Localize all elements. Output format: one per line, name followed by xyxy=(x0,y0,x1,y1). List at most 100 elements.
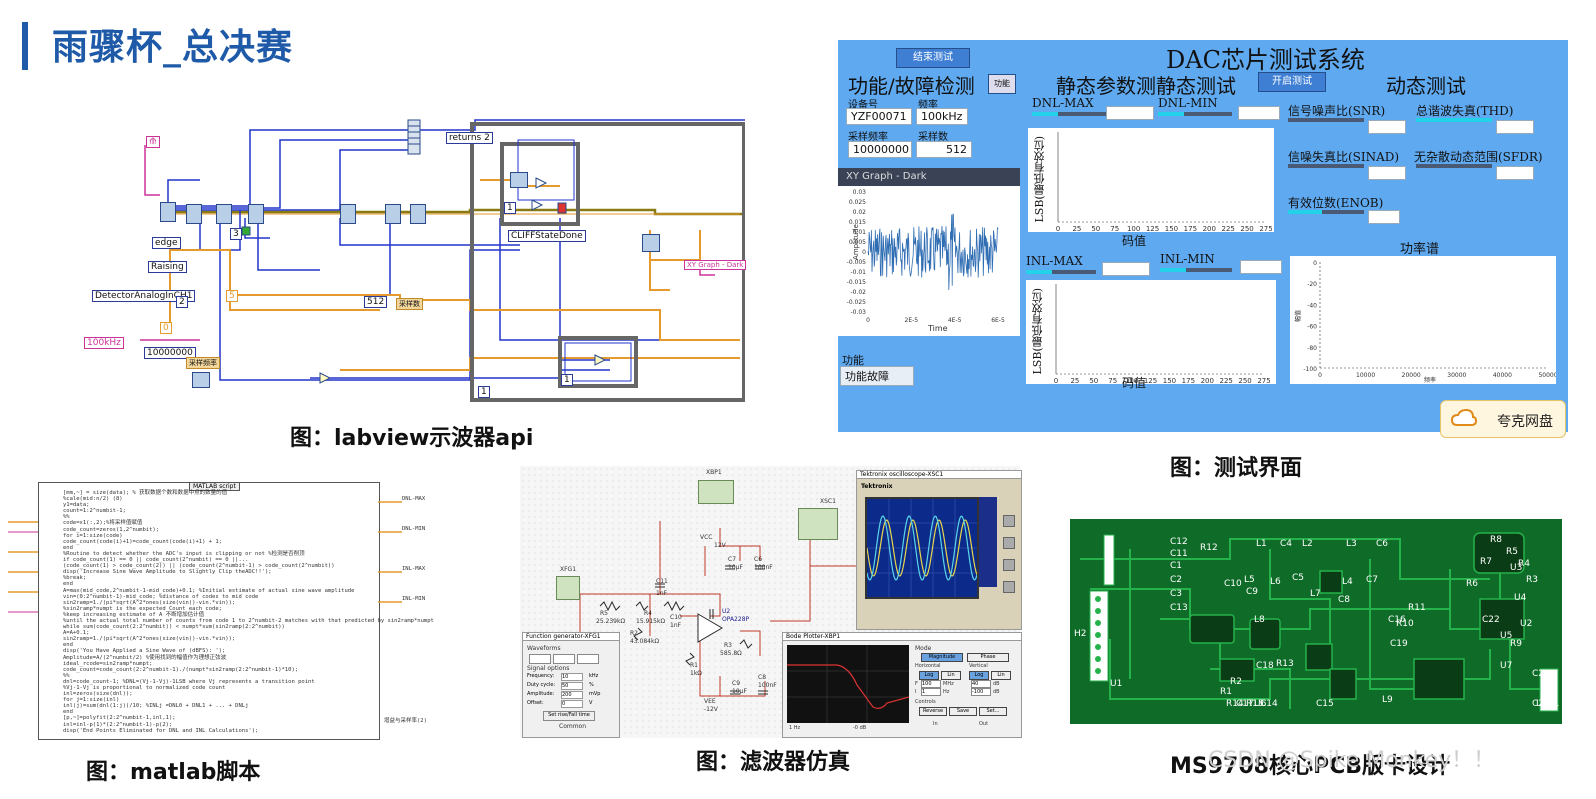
osc-knob[interactable] xyxy=(1003,537,1015,549)
fg-row-value[interactable]: 0 xyxy=(561,700,583,708)
bode-magnitude-button[interactable]: Magnitude xyxy=(921,653,963,662)
pcb-component-label: R11 xyxy=(1408,603,1426,613)
vi-node xyxy=(642,234,660,252)
xy-graph-title: XY Graph - Dark xyxy=(838,168,1020,186)
code-line: %sin2ramp*numpt is the expected Count ea… xyxy=(63,605,222,612)
device-value[interactable]: YZF00071 xyxy=(846,108,912,125)
function-generator-window[interactable]: Function generator-XFG1 Waveforms Signal… xyxy=(522,632,620,738)
bode-in-label: In xyxy=(933,721,938,727)
bode-out-label: Out xyxy=(979,721,989,727)
filter-schematic xyxy=(540,521,860,697)
end-test-button[interactable]: 结束测试 xyxy=(896,48,970,68)
pcb-component-label: R9 xyxy=(1510,639,1522,649)
samplerate-value[interactable]: 10000000 xyxy=(848,141,912,158)
fg-rise-fall-button[interactable]: Set rise/Fall time xyxy=(543,711,595,721)
labview-wires xyxy=(140,119,746,402)
bode-reverse-button[interactable]: Reverse xyxy=(919,707,947,716)
bode-instrument[interactable] xyxy=(698,480,734,504)
bode-vf-input[interactable]: 40 xyxy=(971,680,991,688)
start-test-button[interactable]: 开启测试 xyxy=(1258,72,1326,92)
bode-i-input[interactable]: 1 xyxy=(921,688,941,696)
pcb-component-label: C19 xyxy=(1390,639,1408,649)
oscilloscope-menu[interactable] xyxy=(979,497,997,587)
part-label: 10μF xyxy=(728,564,743,571)
bode-v-lin-button[interactable]: Lin xyxy=(991,671,1011,680)
xy-xlabel: Time xyxy=(928,324,948,333)
bode-horizontal-label: Horizontal xyxy=(915,663,941,669)
dnl-max-bar-track xyxy=(1058,112,1106,116)
bode-plotter-window[interactable]: Bode Plotter-XBP1 1 Hz -0 dB Mode Magnit… xyxy=(782,632,1022,738)
code-line: y1=data; xyxy=(63,502,90,509)
section-static: 静态参数测静态测试 xyxy=(1056,74,1236,98)
bode-mode-label: Mode xyxy=(915,645,932,652)
x-tick-label: 175 xyxy=(1182,377,1195,384)
pcb-component-label: R1 xyxy=(1220,687,1232,697)
oscilloscope-window[interactable]: Tektronix oscilloscope-XSC1 Tektronix xyxy=(856,470,1022,630)
pcb-component-label: U2 xyxy=(1520,619,1533,629)
vi-node xyxy=(160,202,176,222)
bode-vi-input[interactable]: -100 xyxy=(971,688,991,696)
bode-f-input[interactable]: 100 xyxy=(921,680,941,688)
part-label: -12V xyxy=(704,706,718,713)
triangle-wave-button[interactable] xyxy=(553,654,575,664)
pcb-component-label: L9 xyxy=(1382,695,1393,705)
osc-knob[interactable] xyxy=(1003,581,1015,593)
fg-row-value[interactable]: 50 xyxy=(561,682,583,690)
square-wave-button[interactable] xyxy=(577,654,599,664)
labview-block-diagram: ⟰ returns 2 edge Raising DetectorAnalogI… xyxy=(84,110,747,405)
matlab-script-title: MATLAB script xyxy=(189,482,240,491)
x-tick-label: 0 xyxy=(1056,225,1060,232)
samples-value[interactable]: 512 xyxy=(916,141,972,158)
dnl-min-label: DNL-MIN xyxy=(1158,96,1218,110)
labview-enum: edge xyxy=(152,237,181,249)
bode-h-log-button[interactable]: Log xyxy=(919,671,939,680)
oscilloscope-screen xyxy=(865,497,979,599)
section-func: 功能/故障检测 xyxy=(848,74,975,98)
bode-phase-button[interactable]: Phase xyxy=(967,653,1009,662)
code-line: vin=(0:2^numbit-1)-mid_code; %distance o… xyxy=(63,593,259,600)
x-tick-label: 150 xyxy=(1163,377,1176,384)
oscilloscope-instrument[interactable] xyxy=(798,508,838,540)
fg-row-value[interactable]: 10 xyxy=(561,673,583,681)
freq-value[interactable]: 100kHz xyxy=(916,108,968,125)
bode-set-button[interactable]: Set... xyxy=(979,707,1007,716)
code-line: disp('You Have Applied a Sine Wave of (d… xyxy=(63,648,226,655)
pcb-component-label: R2 xyxy=(1230,677,1242,687)
enob-label: 有效位数(ENOB) xyxy=(1288,196,1384,210)
pcb-component-label: L5 xyxy=(1244,575,1255,585)
sfdr-value xyxy=(1496,166,1534,180)
osc-knob[interactable] xyxy=(1003,515,1015,527)
bode-v-log-button[interactable]: Log xyxy=(969,671,989,680)
pcb-component-label: L3 xyxy=(1346,539,1357,549)
func-button[interactable]: 功能 xyxy=(988,74,1016,94)
x-tick-label: 100 xyxy=(1127,225,1140,232)
sine-wave-button[interactable] xyxy=(529,654,551,664)
spectrum-xlabel: 频率 xyxy=(1424,376,1436,384)
bode-h-lin-button[interactable]: Lin xyxy=(941,671,961,680)
part-label: 10μF xyxy=(732,688,747,695)
function-generator-instrument[interactable] xyxy=(556,576,580,600)
x-tick-label: 50000 xyxy=(1538,372,1556,379)
x-tick-label: 250 xyxy=(1238,377,1251,384)
osc-knob[interactable] xyxy=(1003,559,1015,571)
pcb-component-label: R14 xyxy=(1226,699,1244,709)
code-line: [mm,~] = size(data); % 获取数据个数和数据中点的数量的值 xyxy=(63,490,228,496)
quark-badge[interactable]: 夸克网盘 xyxy=(1440,400,1566,438)
device-label: 设备号 xyxy=(848,100,878,111)
code-line: inl=inl-p(1)*(2:2^numbit-1)-p(2); xyxy=(63,721,173,728)
fg-title: Function generator-XFG1 xyxy=(523,633,619,641)
part-label: OPA228P xyxy=(722,616,750,623)
thd-bar xyxy=(1416,118,1492,122)
fg-waveforms-label: Waveforms xyxy=(527,645,561,652)
dnl-ylabel: LSB(最低有效位) xyxy=(1033,136,1046,223)
fg-row-value[interactable]: 200 xyxy=(561,691,583,699)
pcb-component-label: R7 xyxy=(1480,557,1492,567)
bode-save-button[interactable]: Save xyxy=(949,707,977,716)
x-tick-label: 125 xyxy=(1146,225,1159,232)
dnl-max-label: DNL-MAX xyxy=(1032,96,1094,110)
pcb-component-label: C10 xyxy=(1224,579,1242,589)
labview-enum: CLIFFStateDone xyxy=(508,230,586,242)
code-line: count=1:2^numbit-1; xyxy=(63,508,126,515)
